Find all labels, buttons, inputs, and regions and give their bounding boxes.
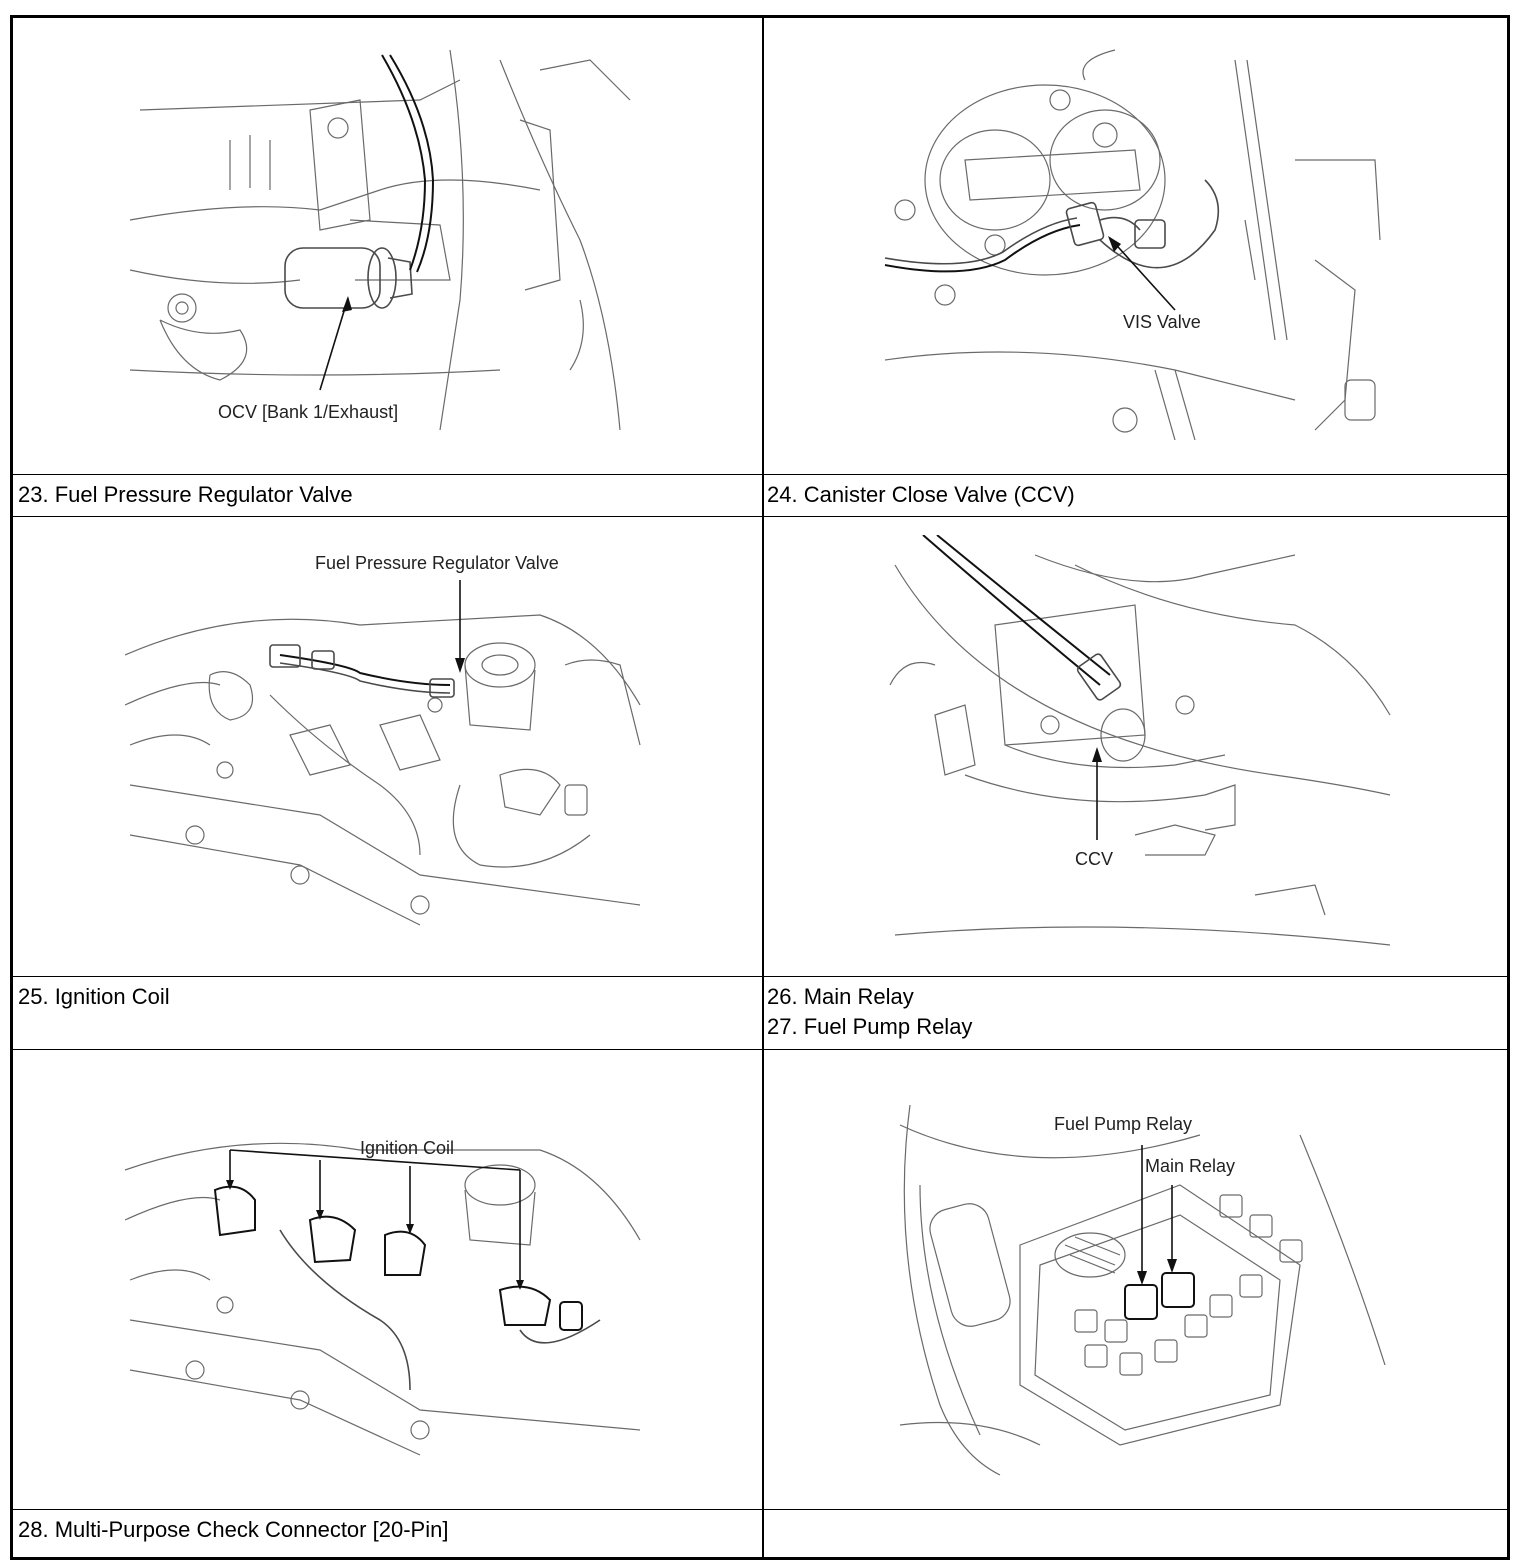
row-divider (13, 1049, 1507, 1050)
caption-fuel-pump-relay: 27. Fuel Pump Relay (767, 1014, 973, 1039)
ccv-illustration: CCV (875, 535, 1395, 955)
caption-ignition-coil: 25. Ignition Coil (18, 984, 170, 1009)
vis-valve-callout: VIS Valve (1123, 312, 1201, 332)
vis-valve-illustration: VIS Valve (875, 40, 1395, 440)
row-divider (13, 976, 1507, 977)
relay-box-illustration: Fuel Pump Relay Main Relay (880, 1105, 1390, 1485)
fprv-callout: Fuel Pressure Regulator Valve (315, 553, 559, 573)
ccv-callout: CCV (1075, 849, 1113, 869)
column-divider (762, 18, 764, 1557)
ignition-coil-callout: Ignition Coil (360, 1138, 454, 1158)
caption-canister-close-valve: 24. Canister Close Valve (CCV) (767, 482, 1075, 507)
row-divider (13, 1509, 1507, 1510)
component-table (10, 15, 1510, 1560)
ignition-coil-illustration: Ignition Coil (120, 1130, 650, 1460)
ocv-callout: OCV [Bank 1/Exhaust] (218, 402, 398, 422)
main-relay-callout: Main Relay (1145, 1156, 1235, 1176)
row-divider (13, 516, 1507, 517)
fuel-pump-relay-callout: Fuel Pump Relay (1054, 1114, 1192, 1134)
row-divider (13, 474, 1507, 475)
caption-multi-purpose-check-connector: 28. Multi-Purpose Check Connector [20-Pi… (18, 1517, 449, 1542)
caption-fuel-pressure-regulator-valve: 23. Fuel Pressure Regulator Valve (18, 482, 353, 507)
fuel-pressure-regulator-illustration: Fuel Pressure Regulator Valve (120, 545, 650, 935)
ocv-illustration: OCV [Bank 1/Exhaust] (120, 40, 640, 440)
caption-main-relay: 26. Main Relay (767, 984, 914, 1009)
